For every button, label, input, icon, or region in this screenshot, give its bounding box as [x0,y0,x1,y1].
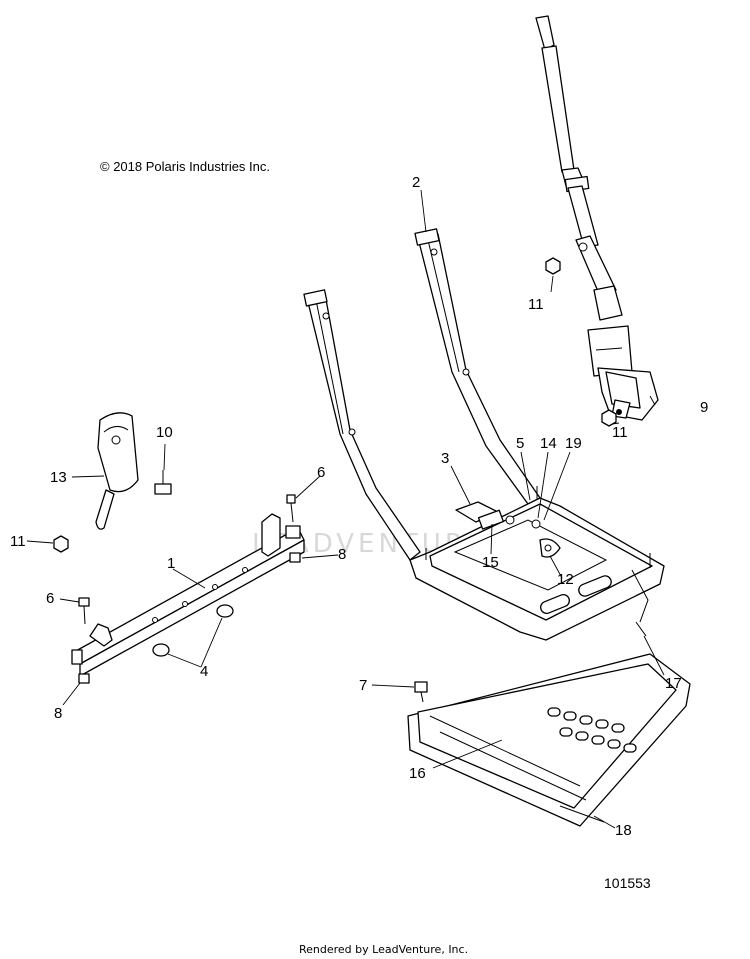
seat-rail [71,513,305,677]
callout-12: 12 [557,571,574,588]
seat-frame [303,228,665,641]
callout-14: 14 [540,435,557,452]
callout-19: 19 [565,435,582,452]
callout-2: 2 [412,174,420,191]
callout-6-right: 6 [317,464,325,481]
callout-17: 17 [665,675,682,692]
callout-3: 3 [441,450,449,467]
seat-belt-buckle [95,412,139,530]
callout-7: 7 [359,677,367,694]
callout-9: 9 [700,399,708,416]
callout-10: 10 [156,424,173,441]
copyright-notice: © 2018 Polaris Industries Inc. [100,159,270,174]
callout-4: 4 [200,663,208,680]
callout-16: 16 [409,765,426,782]
leader-lines [26,189,665,829]
seat-slider-base [407,653,691,827]
figure-number: 101553 [604,875,651,891]
footer-credit: Rendered by LeadVenture, Inc. [299,943,468,956]
callout-6-left: 6 [46,590,54,607]
callout-8-right: 8 [338,546,346,563]
callout-11-left: 11 [10,533,26,550]
callout-13: 13 [50,469,67,486]
callout-labels: 1 2 3 4 5 6 6 7 8 8 9 10 11 11 11 12 13 … [10,174,708,839]
hardware [53,257,617,703]
seat-belt-assembly [535,15,659,421]
callout-5: 5 [516,435,524,452]
callout-11-top: 11 [528,296,544,313]
callout-15: 15 [482,554,499,571]
callout-18: 18 [615,822,632,839]
callout-11-right: 11 [612,424,628,441]
callout-1: 1 [167,555,175,572]
callout-8-left: 8 [54,705,62,722]
